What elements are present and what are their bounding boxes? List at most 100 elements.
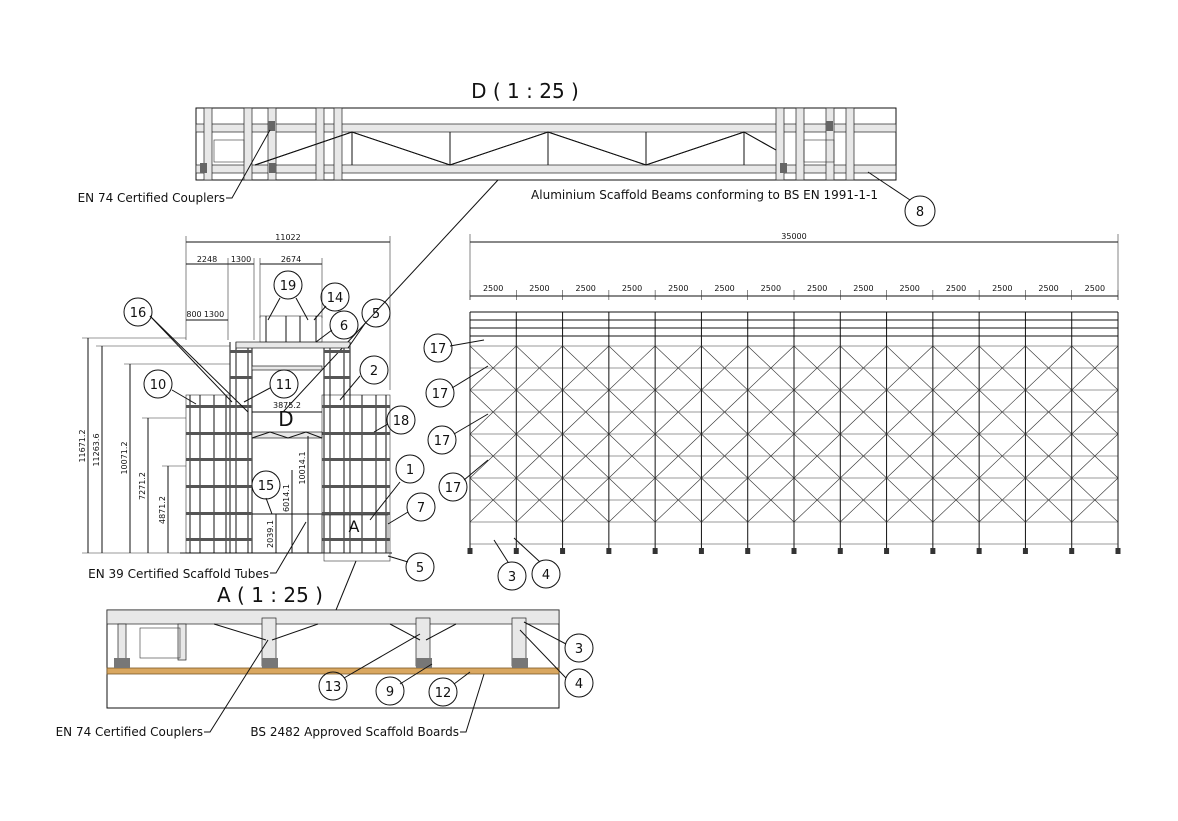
brace xyxy=(793,477,841,523)
svg-text:2674: 2674 xyxy=(281,255,301,264)
brace xyxy=(608,433,656,479)
front-elevation: 11022 2248 1300 2674 800 1300 xyxy=(78,233,436,611)
callout-5-top xyxy=(361,298,391,328)
callout-14 xyxy=(320,282,350,312)
callout-8 xyxy=(904,195,936,227)
svg-text:11671.2: 11671.2 xyxy=(78,429,87,462)
callout-3-detail xyxy=(564,633,594,663)
side-frame xyxy=(467,311,1121,554)
callout-6 xyxy=(329,310,359,340)
svg-text:4871.2: 4871.2 xyxy=(158,496,167,524)
callout-17-b xyxy=(425,378,455,408)
svg-text:12: 12 xyxy=(435,686,452,701)
bay-dim-label: 2500 xyxy=(761,284,781,293)
side-elevation: 35000 2500 2500 2500 2500 2500 2500 2500 2500 25… xyxy=(423,232,1121,591)
brace xyxy=(886,477,934,523)
svg-text:15: 15 xyxy=(258,479,275,494)
brace xyxy=(932,433,980,479)
brace xyxy=(1025,477,1072,523)
detail-d-frame xyxy=(195,107,897,181)
bay-dim-label: 2500 xyxy=(576,284,596,293)
svg-text:11: 11 xyxy=(276,378,293,393)
callout-3-side xyxy=(497,561,527,591)
svg-text:6: 6 xyxy=(340,319,348,334)
brace xyxy=(654,433,702,479)
brace xyxy=(1025,345,1072,391)
base-plate xyxy=(884,548,890,554)
brace xyxy=(516,345,563,391)
brace xyxy=(654,477,702,523)
svg-text:10071.2: 10071.2 xyxy=(120,441,129,474)
brace xyxy=(747,477,795,523)
callout-18 xyxy=(386,405,416,435)
base-plate xyxy=(698,548,704,554)
svg-text:10014.1: 10014.1 xyxy=(298,451,307,484)
bay-dim-label: 2500 xyxy=(992,284,1012,293)
svg-text:1300: 1300 xyxy=(231,255,251,264)
svg-text:11263.6: 11263.6 xyxy=(92,433,101,466)
svg-text:17: 17 xyxy=(432,387,449,402)
brace xyxy=(932,477,980,523)
brace xyxy=(1071,345,1119,391)
callout-11 xyxy=(269,369,299,399)
bay-dim-label: 2500 xyxy=(807,284,827,293)
bay-dim-label: 2500 xyxy=(853,284,873,293)
brace xyxy=(701,345,748,391)
note-couplers-top: EN 74 Certified Couplers xyxy=(78,191,225,205)
bay-dim-label: 2500 xyxy=(529,284,549,293)
callout-15 xyxy=(251,470,281,500)
callout-7 xyxy=(406,492,436,522)
svg-text:10: 10 xyxy=(150,378,167,393)
left-tower xyxy=(185,342,253,554)
svg-text:13: 13 xyxy=(325,680,342,695)
detail-a-region xyxy=(321,514,389,554)
brace xyxy=(562,389,610,435)
note-boards: BS 2482 Approved Scaffold Boards xyxy=(250,725,459,739)
svg-text:3875.2: 3875.2 xyxy=(273,401,301,410)
bay-dim-label: 2500 xyxy=(668,284,688,293)
brace xyxy=(747,345,795,391)
bay-dim-label: 2500 xyxy=(483,284,503,293)
detail-a-callouts: 3 4 13 9 12 xyxy=(318,621,594,707)
brace xyxy=(701,389,748,435)
detail-d: D ( 1 : 25 ) xyxy=(78,79,936,413)
svg-text:14: 14 xyxy=(327,291,344,306)
detail-a-standards xyxy=(114,617,528,668)
svg-text:17: 17 xyxy=(434,434,451,449)
brace xyxy=(701,477,748,523)
brace xyxy=(1071,477,1119,523)
brace xyxy=(932,345,980,391)
side-callouts: 17 17 17 17 3 4 xyxy=(423,333,561,591)
brace xyxy=(469,477,517,523)
brace xyxy=(793,433,841,479)
base-plate xyxy=(1022,548,1028,554)
bottom-chord xyxy=(195,164,897,174)
detail-a-leader xyxy=(335,560,357,611)
note-couplers-bottom: EN 74 Certified Couplers xyxy=(56,725,203,739)
detail-a-title: A ( 1 : 25 ) xyxy=(217,583,323,607)
brace xyxy=(469,345,517,391)
detail-a: A ( 1 : 25 ) 3 4 xyxy=(56,583,594,739)
brace xyxy=(932,389,980,435)
base-plate xyxy=(1069,548,1075,554)
brace xyxy=(562,477,610,523)
bay-dim-label: 2500 xyxy=(714,284,734,293)
svg-text:4: 4 xyxy=(575,677,583,692)
brace xyxy=(516,477,563,523)
brace xyxy=(1071,389,1119,435)
brace xyxy=(516,389,563,435)
brace xyxy=(840,433,887,479)
svg-text:19: 19 xyxy=(280,279,297,294)
dim-overall-side: 35000 xyxy=(781,232,806,241)
marker-a: A xyxy=(349,517,360,536)
callout-9 xyxy=(375,676,405,706)
svg-text:9: 9 xyxy=(386,685,394,700)
callout-17-a xyxy=(423,333,453,363)
base-plate xyxy=(745,548,751,554)
base-plate xyxy=(606,548,612,554)
brace xyxy=(516,433,563,479)
callout-13 xyxy=(318,671,348,701)
truss-web xyxy=(254,131,777,166)
front-callouts: 16 19 14 5 6 10 11 2 18 xyxy=(123,270,436,582)
